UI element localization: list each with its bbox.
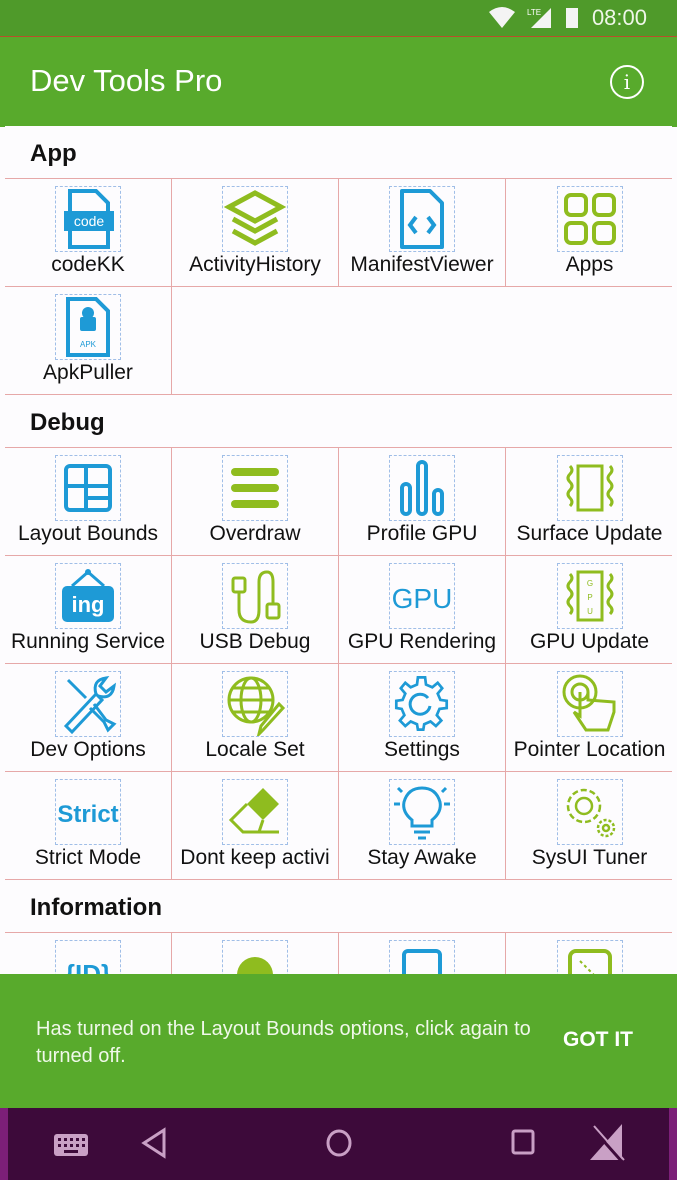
eraser-icon <box>222 779 288 845</box>
section-header-debug: Debug <box>5 395 672 448</box>
got-it-button[interactable]: GOT IT <box>563 1028 633 1051</box>
tool-codekk[interactable]: code codeKK <box>5 179 172 287</box>
app-title: Dev Tools Pro <box>30 63 223 98</box>
rotate-icon[interactable] <box>588 1120 626 1166</box>
wifi-icon <box>489 7 515 28</box>
svg-text:G: G <box>586 579 592 588</box>
keyboard-icon[interactable] <box>54 1134 88 1158</box>
svg-text:LTE: LTE <box>527 8 541 17</box>
section-header-app: App <box>5 126 672 179</box>
svg-text:ing: ing <box>72 592 105 617</box>
tool-dont-keep-activities[interactable]: Dont keep activi <box>172 772 339 880</box>
tool-running-service[interactable]: ing Running Service <box>5 556 172 664</box>
tool-pointer-location[interactable]: Pointer Location <box>506 664 672 772</box>
svg-text:code: code <box>74 213 105 229</box>
information-grid: {ID} <box>5 933 672 974</box>
tool-surface-update[interactable]: Surface Update <box>506 448 672 556</box>
tool-id[interactable]: {ID} <box>5 933 172 974</box>
tool-settings[interactable]: Settings <box>339 664 506 772</box>
nav-edge <box>669 1108 677 1180</box>
tool-gpu-rendering[interactable]: GPU GPU Rendering <box>339 556 506 664</box>
running-sign-icon: ing <box>55 563 121 629</box>
tool-stay-awake[interactable]: Stay Awake <box>339 772 506 880</box>
clock: 08:00 <box>591 5 647 30</box>
menu-bars-icon <box>222 455 288 521</box>
status-bar: LTE 08:00 <box>0 0 677 36</box>
section-header-information: Information <box>5 880 672 933</box>
svg-text:Strict: Strict <box>57 801 118 828</box>
recents-icon[interactable] <box>510 1126 536 1160</box>
tool-activityhistory[interactable]: ActivityHistory <box>172 179 339 287</box>
tool-strict-mode[interactable]: Strict Strict Mode <box>5 772 172 880</box>
app-grid: code codeKK ActivityHistory ManifestView… <box>5 179 672 395</box>
tool-resize[interactable] <box>506 933 672 974</box>
snackbar: Has turned on the Layout Bounds options,… <box>0 974 677 1108</box>
tool-layout-bounds[interactable]: Layout Bounds <box>5 448 172 556</box>
resize-icon <box>556 940 623 974</box>
tool-locale-set[interactable]: Locale Set <box>172 664 339 772</box>
debug-grid: Layout Bounds Overdraw Profile GPU Surfa… <box>5 448 672 880</box>
id-icon: {ID} <box>55 940 121 974</box>
touch-pointer-icon <box>556 671 623 737</box>
svg-text:{ID}: {ID} <box>65 959 111 974</box>
gear-icon <box>389 671 455 737</box>
tool-apkpuller[interactable]: APK ApkPuller <box>5 287 172 395</box>
tool-manifestviewer[interactable]: ManifestViewer <box>339 179 506 287</box>
gpu-text-icon: GPU <box>389 563 455 629</box>
tool-sysui-tuner[interactable]: SysUI Tuner <box>506 772 672 880</box>
tools-list[interactable]: App code codeKK ActivityHistory Manifest… <box>5 126 672 974</box>
svg-text:GPU: GPU <box>392 583 453 614</box>
app-bar: Dev Tools Pro i <box>0 36 677 127</box>
nav-edge <box>0 1108 8 1180</box>
globe-pencil-icon <box>222 671 288 737</box>
svg-text:APK: APK <box>80 340 97 349</box>
svg-text:U: U <box>587 607 593 616</box>
tool-profile-gpu[interactable]: Profile GPU <box>339 448 506 556</box>
navigation-bar <box>0 1108 677 1180</box>
code-file-icon: code <box>55 186 121 252</box>
usb-cable-icon <box>222 563 288 629</box>
apk-file-icon: APK <box>55 294 121 360</box>
strict-text-icon: Strict <box>55 779 121 845</box>
lte-signal-icon: LTE <box>527 8 551 28</box>
back-icon[interactable] <box>140 1126 168 1160</box>
tool-screen[interactable] <box>339 933 506 974</box>
surface-icon <box>556 455 623 521</box>
snackbar-message: Has turned on the Layout Bounds options,… <box>36 1018 531 1067</box>
battery-icon <box>566 8 578 28</box>
gears-icon <box>556 779 623 845</box>
android-icon <box>222 940 288 974</box>
apps-grid-icon <box>556 186 623 252</box>
svg-text:P: P <box>587 593 592 602</box>
tool-usb-debug[interactable]: USB Debug <box>172 556 339 664</box>
lightbulb-icon <box>389 779 455 845</box>
info-icon[interactable]: i <box>610 65 644 99</box>
screen-icon <box>389 940 455 974</box>
home-icon[interactable] <box>324 1126 354 1160</box>
gpu-chip-icon: GPU <box>556 563 623 629</box>
tool-android[interactable] <box>172 933 339 974</box>
layers-icon <box>222 186 288 252</box>
tool-overdraw[interactable]: Overdraw <box>172 448 339 556</box>
tools-icon <box>55 671 121 737</box>
bar-chart-icon <box>389 455 455 521</box>
tool-dev-options[interactable]: Dev Options <box>5 664 172 772</box>
layout-icon <box>55 455 121 521</box>
code-document-icon <box>389 186 455 252</box>
empty-cell <box>172 287 672 395</box>
tool-apps[interactable]: Apps <box>506 179 672 287</box>
